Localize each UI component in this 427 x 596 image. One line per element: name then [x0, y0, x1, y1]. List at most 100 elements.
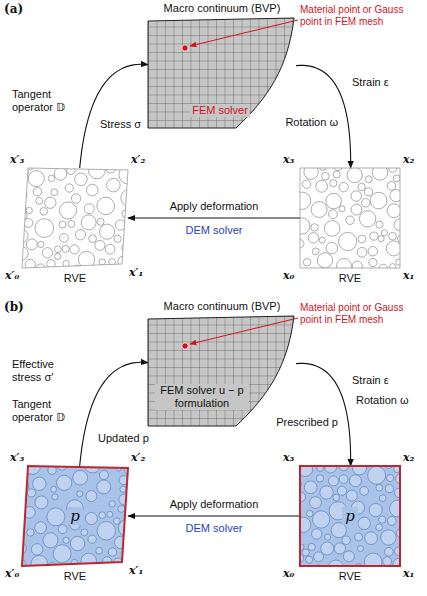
particle [339, 475, 348, 484]
solver-label: DEM solver [186, 522, 243, 535]
particle [15, 229, 28, 242]
panel-label: (b) [4, 300, 24, 314]
particle [338, 232, 356, 250]
particle [385, 485, 393, 493]
rve-box: x′₀x′₁x′₂x′₃RVE [22, 168, 128, 268]
particle [88, 535, 96, 543]
text-anchor: p [342, 507, 358, 525]
flow-arrow [80, 362, 148, 466]
particle [316, 180, 328, 192]
continuum-heading: Macro continuum (BVP) [164, 300, 281, 313]
particle [55, 253, 61, 259]
particle [59, 221, 66, 228]
flow-arrow [128, 217, 300, 218]
particle [84, 204, 94, 214]
corner-label: x′₃ [10, 451, 24, 464]
particle [105, 244, 115, 254]
particle [389, 232, 397, 240]
particle [33, 477, 46, 490]
particle [119, 165, 138, 184]
particle [306, 556, 313, 563]
particle [48, 562, 56, 570]
rve-label: RVE [339, 570, 361, 583]
text-anchor: Tangent operator 𝔻 [12, 398, 82, 424]
panel-label: (a) [4, 2, 23, 16]
particle [381, 530, 396, 545]
text-anchor: x₁ [403, 269, 414, 282]
particle [71, 194, 80, 203]
particle [359, 211, 375, 227]
corner-label: x′₀ [5, 269, 19, 282]
text-anchor: p [67, 507, 83, 525]
text-anchor: Apply deformation [170, 498, 259, 511]
edge-label: Stress σ [100, 118, 141, 131]
particle [26, 239, 37, 250]
text-anchor: FEM solver [190, 104, 250, 117]
particle [296, 517, 311, 532]
leader-line [190, 318, 298, 344]
particle [387, 204, 401, 218]
flow-arrow [80, 64, 148, 168]
particle [109, 501, 115, 507]
particle [393, 175, 400, 182]
particle [396, 259, 402, 265]
particle [319, 164, 326, 171]
particle [89, 235, 97, 243]
particle [333, 494, 340, 501]
particle [386, 474, 393, 481]
particle [102, 557, 111, 566]
particle [121, 189, 138, 206]
continuum-heading: Macro continuum (BVP) [164, 2, 281, 15]
text-anchor: x₃ [283, 451, 294, 464]
particle [369, 258, 377, 266]
particle [357, 546, 363, 552]
particle [54, 246, 61, 253]
particle [97, 522, 115, 540]
particle [358, 183, 366, 191]
particle [369, 503, 382, 516]
particle [319, 237, 325, 243]
particle [20, 205, 26, 211]
particle [357, 247, 367, 257]
edge-label: Strain ε [352, 76, 389, 89]
edge-label: Effective stress σ′ [12, 358, 84, 384]
particle [398, 235, 406, 243]
particle [60, 233, 69, 242]
text-anchor: x′₃ [10, 451, 24, 464]
particle [385, 547, 394, 556]
corner-label: x′₂ [131, 153, 145, 166]
particle [358, 235, 366, 243]
particle [387, 182, 396, 191]
text-anchor: Macro continuum (BVP) [164, 300, 281, 313]
arrow-label: Tangent operator 𝔻 [12, 88, 82, 114]
continuum-outline [148, 316, 294, 426]
text-anchor: x′₁ [129, 564, 143, 577]
particle [42, 248, 52, 258]
arrow-label: Rotation ω [285, 116, 338, 129]
particle [383, 557, 392, 566]
text-anchor: x₁ [403, 567, 414, 580]
rve-boundary [300, 466, 400, 566]
text-anchor: x′₀ [5, 567, 19, 580]
particle [58, 525, 67, 534]
particle [302, 549, 309, 556]
particle [379, 516, 386, 523]
particle [14, 542, 26, 554]
corner-label: x₀ [283, 269, 294, 282]
particle [124, 231, 135, 242]
particle [304, 165, 318, 179]
particle [311, 202, 327, 218]
text-anchor: Stress σ [100, 118, 141, 131]
particle [73, 470, 88, 485]
particle [379, 264, 388, 273]
particle [92, 265, 100, 273]
particle [379, 495, 386, 502]
particle [35, 496, 48, 509]
text-anchor: Prescribed p [276, 416, 338, 429]
particle [337, 486, 346, 495]
text-anchor: x′₃ [10, 153, 24, 166]
particle [294, 553, 304, 563]
particle [70, 536, 84, 550]
particle [293, 192, 310, 209]
particle [396, 528, 405, 537]
